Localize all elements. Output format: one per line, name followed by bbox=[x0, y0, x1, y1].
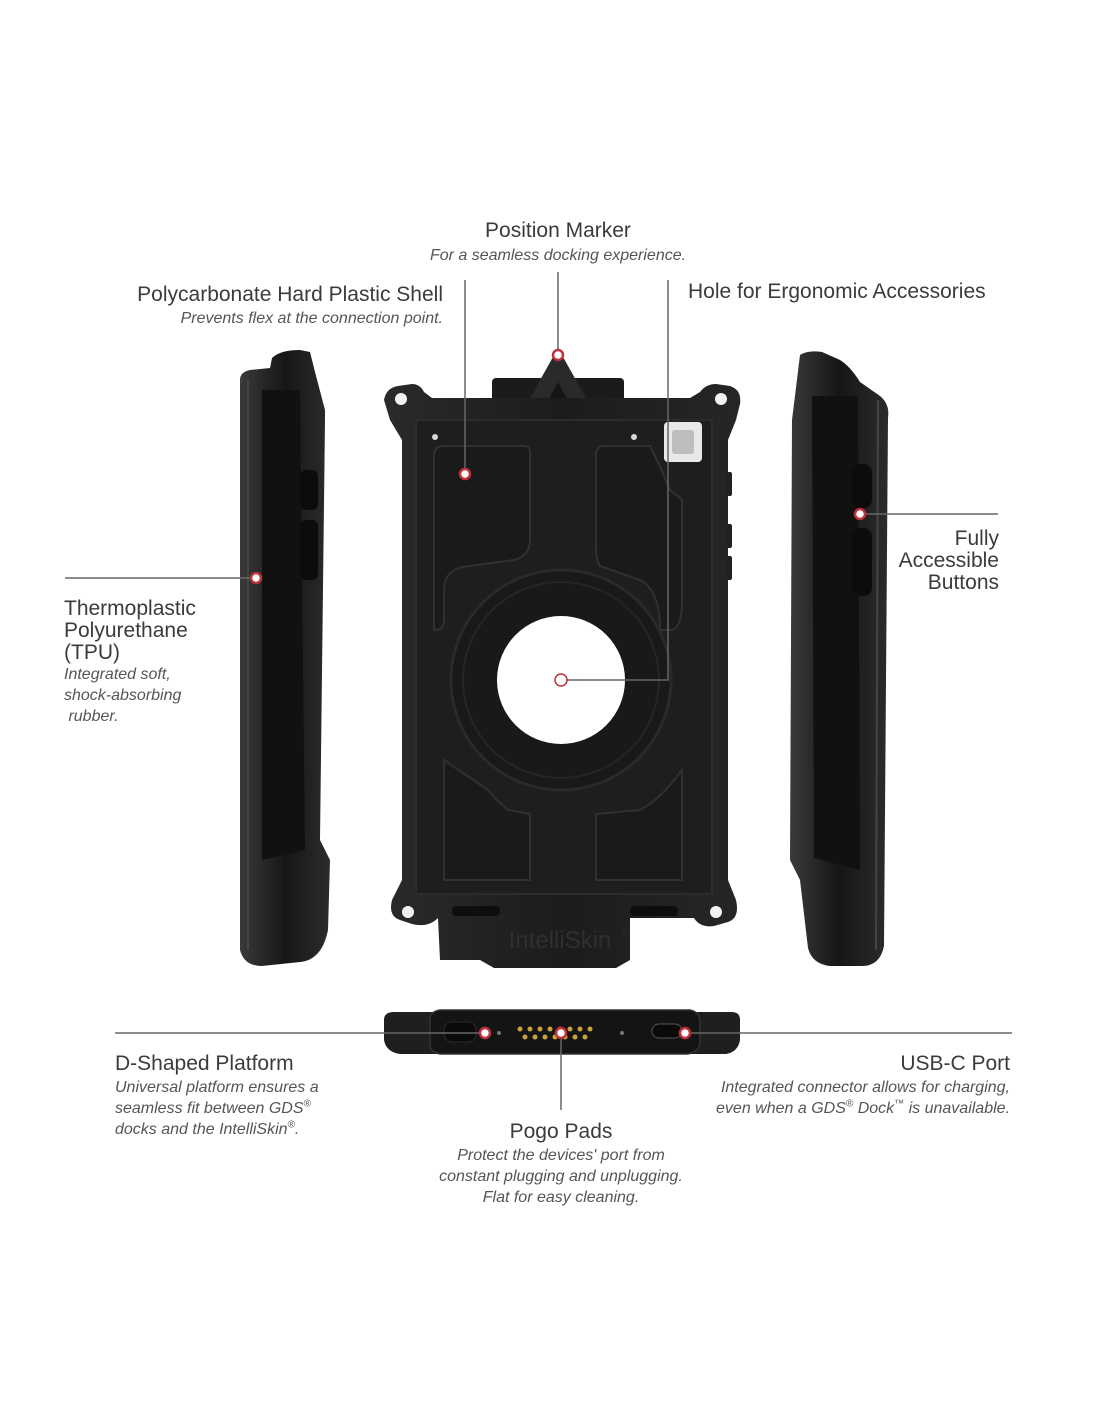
brand-mark: IntelliSkin bbox=[509, 927, 612, 954]
marker-pogo bbox=[554, 1026, 568, 1040]
d-platform-title: D-Shaped Platform bbox=[115, 1052, 294, 1075]
polycarbonate-title: Polycarbonate Hard Plastic Shell bbox=[137, 283, 443, 306]
leader-lines bbox=[65, 272, 1012, 1110]
pogo-desc-line2: constant plugging and unplugging. bbox=[439, 1168, 683, 1185]
case-back-view: IntelliSkin ® bbox=[384, 348, 741, 968]
marker-usbc bbox=[678, 1026, 692, 1040]
case-right-side-view bbox=[790, 351, 889, 966]
marker-d-platform bbox=[478, 1026, 492, 1040]
callout-position-marker: Position Marker For a seamless docking e… bbox=[380, 220, 736, 266]
marker-hole bbox=[554, 673, 568, 687]
pogo-desc-line3: Flat for easy cleaning. bbox=[482, 1189, 640, 1206]
marker-position bbox=[551, 348, 565, 362]
buttons-title-line1: Fully bbox=[954, 527, 999, 550]
pogo-desc-line1: Protect the devices' port from bbox=[457, 1147, 665, 1164]
usbc-desc-line2: even when a GDS® Dock™ is unavailable. bbox=[716, 1098, 1010, 1117]
usbc-desc-line1: Integrated connector allows for charging… bbox=[720, 1079, 1010, 1096]
callout-tpu: Thermoplastic Polyurethane (TPU) Integra… bbox=[64, 598, 264, 727]
position-marker-title: Position Marker bbox=[485, 219, 631, 242]
marker-tpu bbox=[249, 571, 263, 585]
brand-mark-reg: ® bbox=[622, 926, 630, 938]
tpu-desc-line2: shock-absorbing bbox=[64, 687, 182, 704]
d-platform-desc-line3: docks and the IntelliSkin®. bbox=[115, 1119, 300, 1138]
callout-markers bbox=[249, 348, 867, 1040]
tpu-desc-line3: rubber. bbox=[64, 708, 119, 725]
position-marker-desc: For a seamless docking experience. bbox=[429, 247, 687, 264]
case-left-side-view bbox=[240, 350, 330, 966]
marker-polycarbonate bbox=[458, 467, 472, 481]
buttons-title-line3: Buttons bbox=[927, 571, 999, 594]
tpu-desc-line1: Integrated soft, bbox=[64, 666, 171, 683]
tpu-title-line3: (TPU) bbox=[64, 641, 120, 664]
pogo-title: Pogo Pads bbox=[509, 1120, 613, 1143]
usbc-title: USB-C Port bbox=[900, 1052, 1010, 1075]
marker-buttons bbox=[853, 507, 867, 521]
hole-title: Hole for Ergonomic Accessories bbox=[688, 280, 986, 303]
callout-usbc: USB-C Port Integrated connector allows f… bbox=[640, 1053, 1010, 1119]
callout-d-platform: D-Shaped Platform Universal platform ens… bbox=[115, 1053, 375, 1140]
callout-polycarbonate: Polycarbonate Hard Plastic Shell Prevent… bbox=[60, 284, 443, 329]
d-platform-desc-line1: Universal platform ensures a bbox=[115, 1079, 319, 1096]
callout-buttons: Fully Accessible Buttons bbox=[860, 528, 999, 594]
tpu-title-line2: Polyurethane bbox=[64, 619, 188, 642]
callout-pogo: Pogo Pads Protect the devices' port from… bbox=[400, 1121, 722, 1208]
buttons-title-line2: Accessible bbox=[898, 549, 999, 572]
callout-hole: Hole for Ergonomic Accessories bbox=[688, 281, 1088, 303]
polycarbonate-desc: Prevents flex at the connection point. bbox=[180, 310, 443, 327]
tpu-title-line1: Thermoplastic bbox=[64, 597, 196, 620]
d-platform-desc-line2: seamless fit between GDS® bbox=[115, 1098, 311, 1117]
